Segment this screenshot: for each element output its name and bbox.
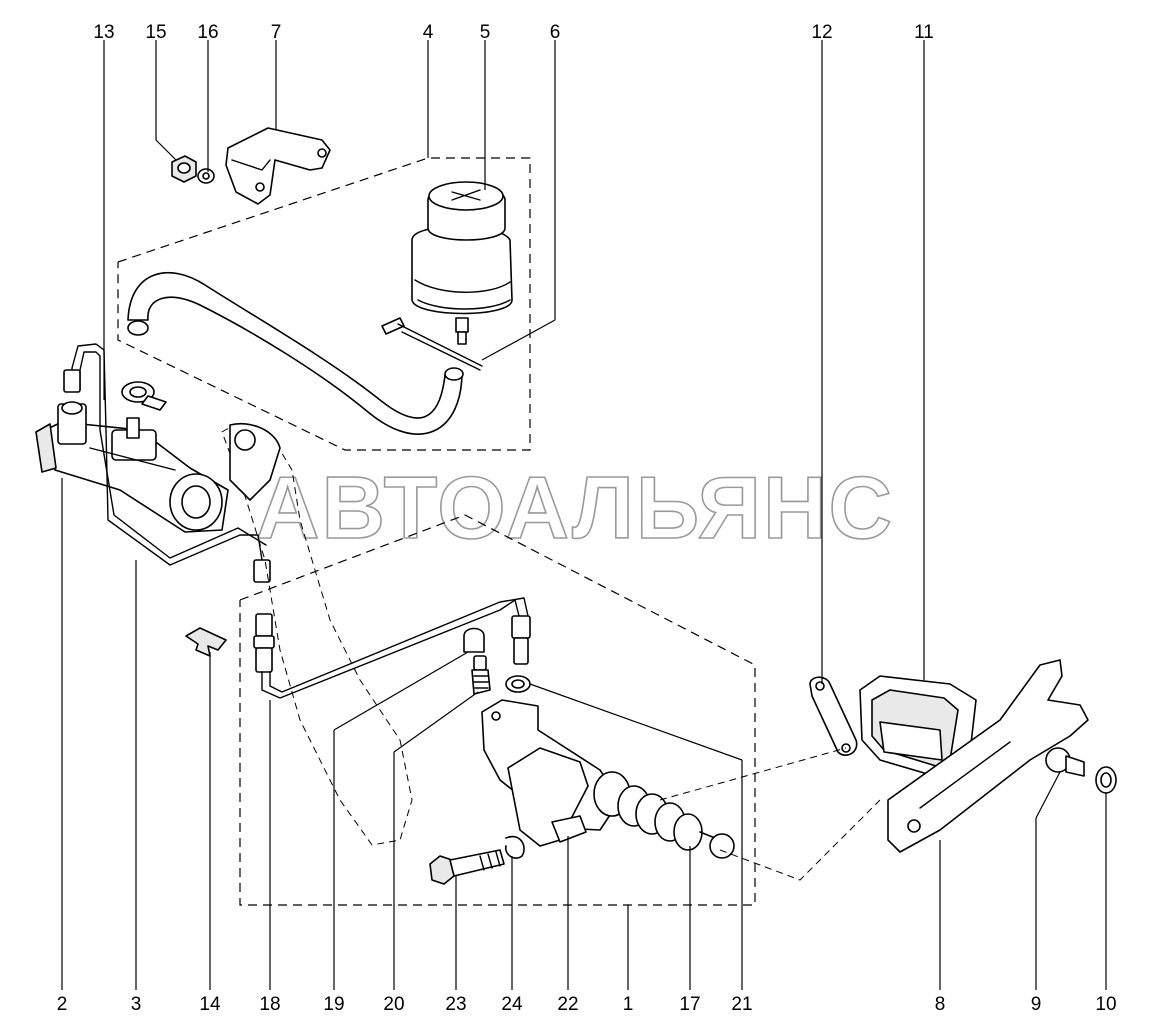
callout-16: 16 bbox=[197, 22, 218, 43]
retaining-clip-part bbox=[185, 627, 227, 657]
seal-ring-part bbox=[505, 675, 531, 693]
leader-lines bbox=[61, 40, 1107, 990]
callout-8: 8 bbox=[935, 994, 946, 1015]
feed-hose-part bbox=[127, 271, 464, 435]
pushrod-boot-part bbox=[593, 771, 735, 859]
reservoir-group-outline bbox=[117, 157, 531, 451]
lock-washer-part bbox=[504, 835, 525, 859]
callout-18: 18 bbox=[259, 994, 280, 1015]
callout-5: 5 bbox=[480, 22, 491, 43]
callout-4: 4 bbox=[423, 22, 434, 43]
callout-2: 2 bbox=[57, 994, 68, 1015]
nut-part bbox=[171, 155, 197, 183]
release-fork-part bbox=[887, 659, 1089, 853]
callout-17: 17 bbox=[679, 994, 700, 1015]
callout-14: 14 bbox=[199, 994, 221, 1015]
callout-13: 13 bbox=[93, 22, 114, 43]
callout-1: 1 bbox=[623, 994, 634, 1015]
callouts-bottom: 2 3 14 18 19 20 23 24 22 1 17 21 8 9 10 bbox=[57, 994, 1117, 1015]
callout-7: 7 bbox=[271, 22, 282, 43]
hose-clip-part bbox=[381, 317, 483, 371]
bleeder-screw-part bbox=[471, 655, 491, 695]
callout-10: 10 bbox=[1095, 994, 1116, 1015]
pivot-ball-part bbox=[1045, 747, 1085, 777]
callout-9: 9 bbox=[1031, 994, 1042, 1015]
pivot-washer-part bbox=[1095, 766, 1117, 794]
bleeder-cap-part bbox=[463, 627, 485, 653]
callouts-top: 13 15 16 7 4 5 6 12 11 bbox=[93, 22, 933, 43]
pedal-outline bbox=[221, 423, 413, 846]
callout-3: 3 bbox=[131, 994, 142, 1015]
callout-6: 6 bbox=[550, 22, 561, 43]
callout-22: 22 bbox=[557, 994, 578, 1015]
slave-pipe-part bbox=[253, 597, 531, 699]
slave-cylinder-group-outline bbox=[239, 514, 756, 906]
slave-cylinder-part bbox=[481, 699, 621, 847]
callout-19: 19 bbox=[323, 994, 344, 1015]
assembly-lines bbox=[659, 747, 881, 881]
watermark-text: АВТОАЛЬЯНС bbox=[256, 458, 894, 557]
callout-23: 23 bbox=[445, 994, 466, 1015]
master-cylinder-part bbox=[35, 401, 229, 533]
pipe-clamp-part bbox=[121, 381, 167, 411]
callout-15: 15 bbox=[145, 22, 166, 43]
bolt-part bbox=[429, 849, 505, 885]
fluid-reservoir-part bbox=[411, 181, 513, 345]
callout-12: 12 bbox=[811, 22, 832, 43]
callout-24: 24 bbox=[501, 994, 523, 1015]
washer-part bbox=[197, 168, 215, 184]
brake-pipe-upper bbox=[63, 343, 271, 583]
callout-11: 11 bbox=[914, 22, 934, 43]
callout-20: 20 bbox=[383, 994, 404, 1015]
link-plate-part bbox=[809, 676, 858, 756]
dust-boot-part bbox=[859, 675, 977, 781]
bracket-part bbox=[225, 127, 331, 205]
callout-21: 21 bbox=[731, 994, 752, 1015]
